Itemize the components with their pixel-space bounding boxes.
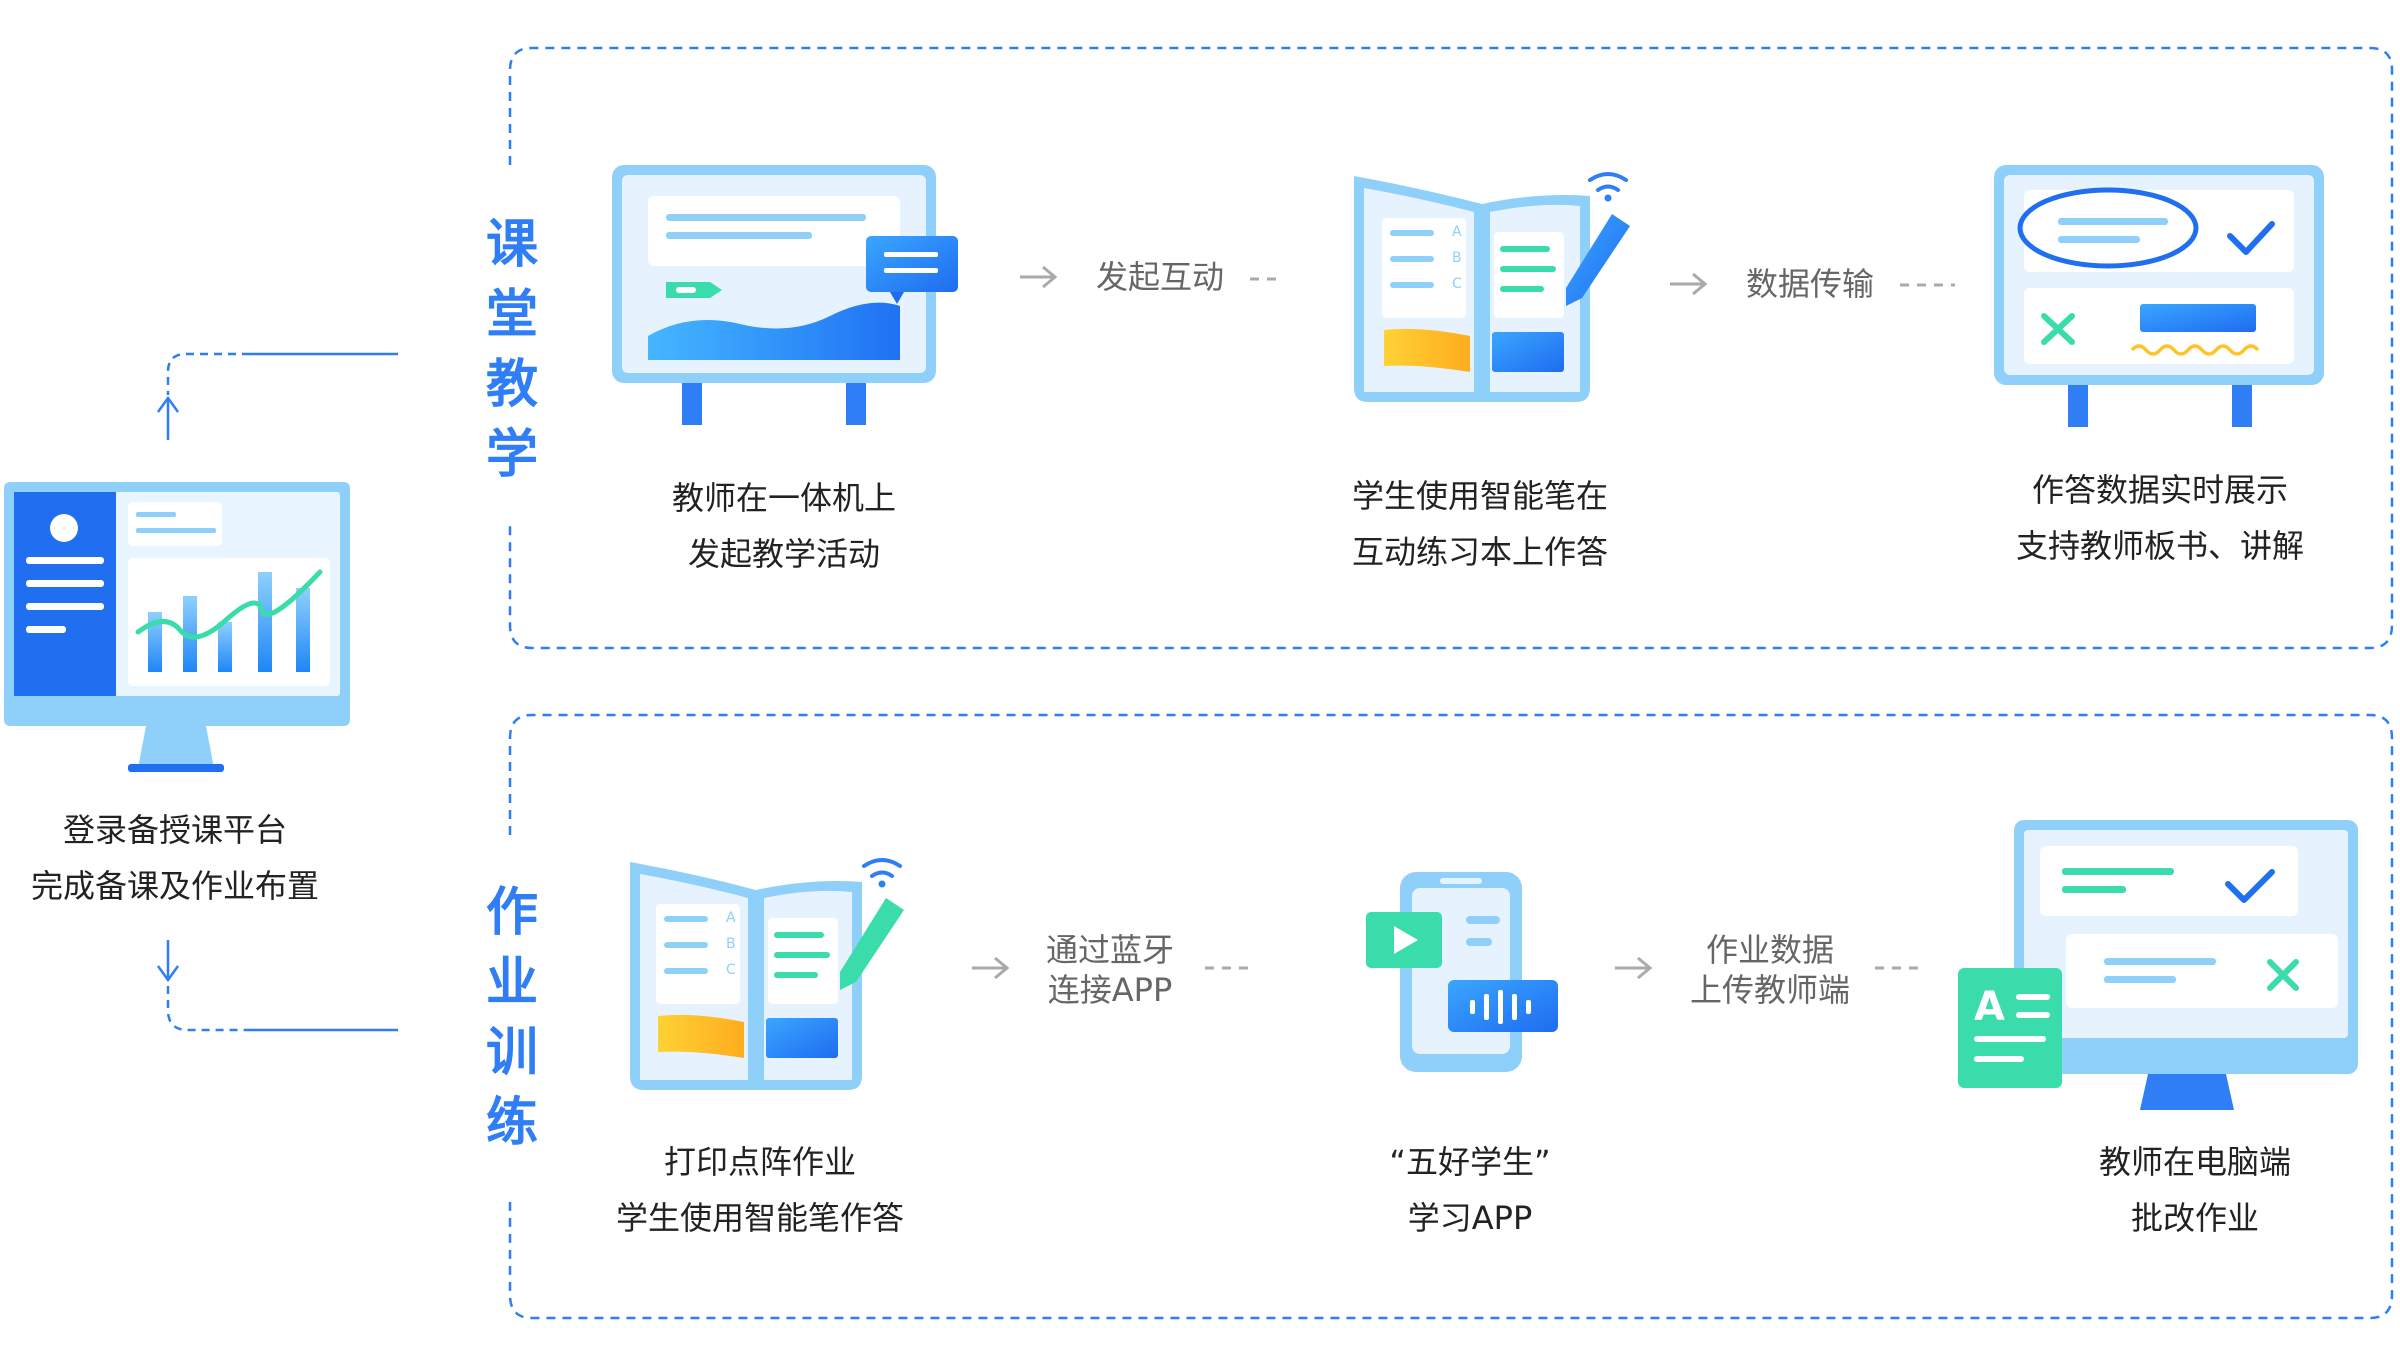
svg-text:A: A (1452, 224, 1462, 240)
flow-label-bluetooth: 通过蓝牙 连接APP (1045, 931, 1174, 1009)
section-frame-homework (508, 713, 2394, 1320)
step-caption-whiteboard: 教师在一体机上 发起教学活动 (671, 479, 896, 573)
connector-to-homework (156, 940, 398, 1032)
step-caption-pc-grading: 教师在电脑端 批改作业 (2098, 1143, 2291, 1237)
flow-label-initiate: 发起互动 (1095, 258, 1224, 296)
flow-arrow-1 (1020, 265, 1280, 289)
step-caption-app: “五好学生” 学习APP (1389, 1143, 1551, 1237)
connector-to-classroom (156, 352, 398, 440)
step-caption-display: 作答数据实时展示 支持教师板书、讲解 (2015, 471, 2304, 565)
monitor-dashboard-icon (4, 482, 350, 772)
flow-label-transfer: 数据传输 (1745, 265, 1874, 303)
flow-arrow-2 (1670, 272, 1955, 296)
svg-text:B: B (726, 936, 736, 952)
flow-arrow-4 (1615, 956, 1925, 980)
smart-notebook-pen-icon: A B C (1354, 172, 1630, 402)
dot-homework-notebook-icon: A B C (630, 858, 904, 1090)
phone-app-icon (1366, 872, 1558, 1072)
platform-caption-line-2: 完成备课及作业布置 (30, 867, 319, 905)
platform-caption-line-1: 登录备授课平台 (62, 811, 287, 849)
svg-text:B: B (1452, 250, 1462, 266)
section-title-classroom: 课 堂 教 学 (485, 215, 538, 485)
pc-grading-icon: A (1958, 820, 2358, 1110)
svg-text:A: A (726, 910, 736, 926)
section-frame-classroom (508, 46, 2394, 650)
step-caption-dot-homework: 打印点阵作业 学生使用智能笔作答 (615, 1143, 904, 1237)
svg-text:A: A (1974, 984, 2005, 1030)
svg-text:C: C (726, 962, 736, 978)
step-caption-smart-pen: 学生使用智能笔在 互动练习本上作答 (1351, 477, 1608, 571)
section-title-homework: 作 业 训 练 (485, 883, 538, 1153)
svg-text:C: C (1452, 276, 1462, 292)
whiteboard-icon (612, 165, 958, 425)
platform-caption: 登录备授课平台 完成备课及作业布置 (0, 802, 350, 914)
answer-display-board-icon (1994, 165, 2324, 427)
flow-arrow-3 (972, 956, 1255, 980)
flow-label-upload: 作业数据 上传教师端 (1689, 931, 1850, 1009)
